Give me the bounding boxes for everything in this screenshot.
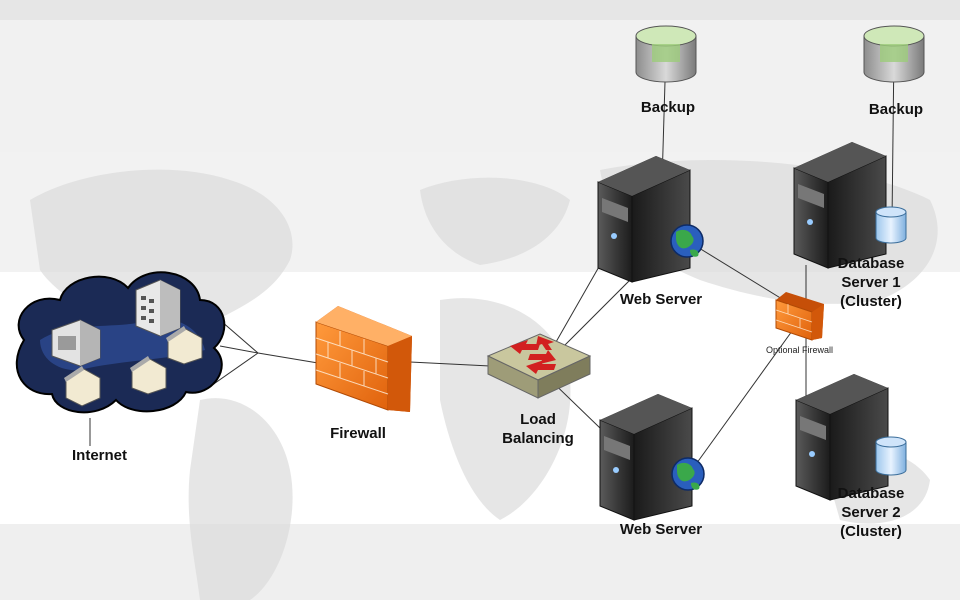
house-icon xyxy=(130,356,167,395)
background-band xyxy=(0,20,960,152)
backup-right-label: Backup xyxy=(868,101,924,118)
label-line: Server 1 xyxy=(841,274,901,291)
backup-left-label: Backup xyxy=(640,99,696,116)
label-line: (Cluster) xyxy=(840,523,902,540)
backup-disk-icon xyxy=(635,25,697,83)
optional-firewall-label: Optional Firewall xyxy=(766,345,834,355)
db-server-1-label: Database Server 1 (Cluster) xyxy=(826,254,916,311)
internet-label: Internet xyxy=(72,447,128,464)
web-server-top-label: Web Server xyxy=(619,291,703,308)
db-server-2-label: Database Server 2 (Cluster) xyxy=(826,484,916,541)
tower-server-icon xyxy=(597,156,691,283)
globe-icon xyxy=(670,224,704,258)
backup-disk-icon xyxy=(863,25,925,83)
label-line: Server 2 xyxy=(841,504,901,521)
label-line: Database xyxy=(837,485,905,502)
globe-icon xyxy=(671,457,705,491)
house-icon xyxy=(64,366,101,407)
tower-server-icon xyxy=(793,142,887,269)
label-line: (Cluster) xyxy=(840,293,902,310)
web-server-bottom-label: Web Server xyxy=(619,521,703,538)
load-balancing-label: Load Balancing xyxy=(486,410,590,448)
label-line: Database xyxy=(837,255,905,272)
label-line: Balancing xyxy=(502,430,574,447)
tower-server-icon xyxy=(795,374,889,501)
brick-wall-icon xyxy=(775,292,824,341)
background-band xyxy=(0,0,960,20)
label-line: Load xyxy=(520,411,556,428)
database-cylinder-icon xyxy=(875,436,907,476)
building-icon xyxy=(135,279,181,337)
database-cylinder-icon xyxy=(875,206,907,244)
building-icon xyxy=(51,319,101,367)
firewall-label: Firewall xyxy=(330,425,386,442)
tower-server-icon xyxy=(599,394,693,521)
switch-arrows-icon xyxy=(486,333,592,399)
brick-wall-icon xyxy=(315,306,412,412)
internet-cloud-icon xyxy=(15,271,226,414)
house-icon xyxy=(166,326,203,365)
background-band xyxy=(0,524,960,600)
